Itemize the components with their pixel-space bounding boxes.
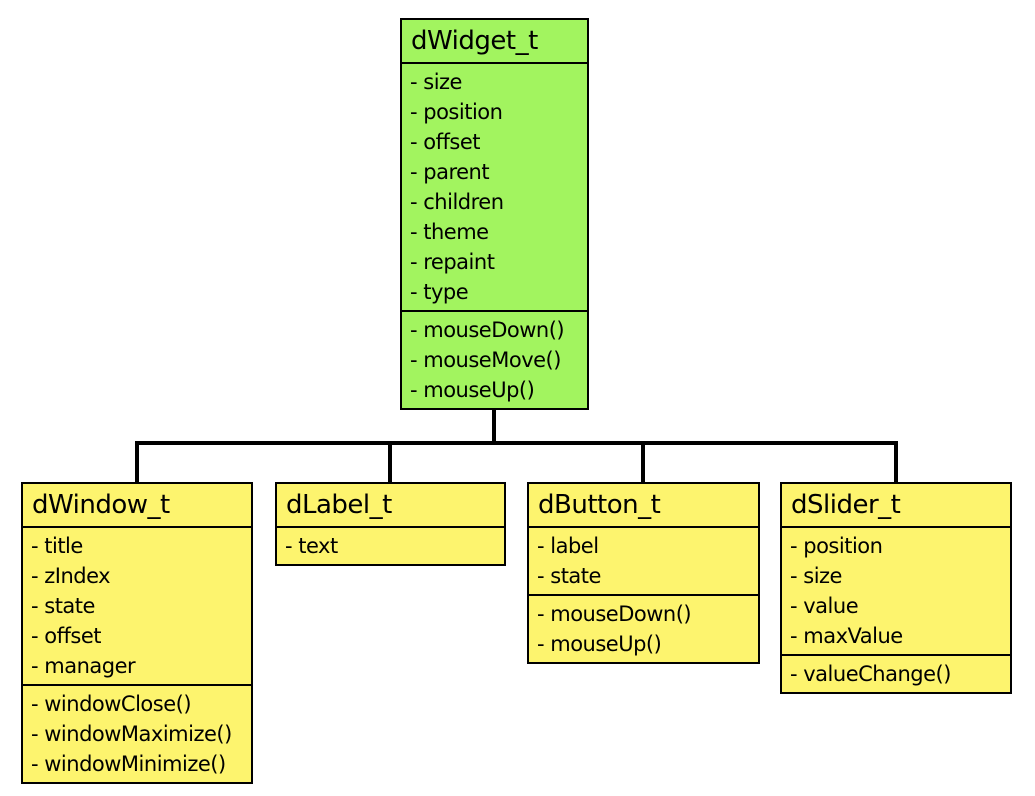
attribute-row: - text bbox=[285, 534, 338, 558]
methods-compartment: - mouseDown() - mouseUp() bbox=[529, 594, 758, 662]
attributes-compartment: - label - state bbox=[529, 528, 758, 594]
class-name: dSlider_t bbox=[782, 484, 1010, 528]
connector-stem-dwidget bbox=[492, 406, 496, 445]
attribute-row: - zIndex bbox=[31, 564, 111, 588]
connector-drop-dlabel bbox=[388, 441, 392, 484]
method-row: - windowMinimize() bbox=[31, 752, 226, 776]
attribute-row: - label bbox=[537, 534, 599, 558]
attribute-row: - size bbox=[790, 564, 842, 588]
class-name: dWindow_t bbox=[23, 484, 251, 528]
attribute-row: - repaint bbox=[410, 250, 495, 274]
connector-drop-dslider bbox=[894, 441, 898, 484]
attribute-row: - type bbox=[410, 280, 469, 304]
attribute-row: - offset bbox=[410, 130, 480, 154]
attribute-row: - state bbox=[31, 594, 95, 618]
method-row: - mouseUp() bbox=[537, 632, 662, 656]
attributes-compartment: - size - position - offset - parent - ch… bbox=[402, 64, 587, 310]
method-row: - windowClose() bbox=[31, 692, 192, 716]
attribute-row: - size bbox=[410, 70, 462, 94]
attribute-row: - maxValue bbox=[790, 624, 903, 648]
method-row: - mouseUp() bbox=[410, 378, 535, 402]
method-row: - valueChange() bbox=[790, 662, 951, 686]
attribute-row: - title bbox=[31, 534, 83, 558]
attribute-row: - position bbox=[410, 100, 503, 124]
attribute-row: - manager bbox=[31, 654, 136, 678]
class-name: dLabel_t bbox=[277, 484, 504, 528]
attribute-row: - value bbox=[790, 594, 859, 618]
method-row: - mouseDown() bbox=[410, 318, 565, 342]
class-name: dButton_t bbox=[529, 484, 758, 528]
class-name: dWidget_t bbox=[402, 20, 587, 64]
attribute-row: - state bbox=[537, 564, 601, 588]
attribute-row: - children bbox=[410, 190, 504, 214]
connector-drop-dbutton bbox=[641, 441, 645, 484]
method-row: - mouseMove() bbox=[410, 348, 561, 372]
methods-compartment: - windowClose() - windowMaximize() - win… bbox=[23, 684, 251, 782]
attribute-row: - position bbox=[790, 534, 883, 558]
class-dlabel: dLabel_t - text bbox=[275, 482, 506, 566]
attributes-compartment: - title - zIndex - state - offset - mana… bbox=[23, 528, 251, 684]
class-dwidget: dWidget_t - size - position - offset - p… bbox=[400, 18, 589, 410]
attribute-row: - parent bbox=[410, 160, 490, 184]
class-dbutton: dButton_t - label - state - mouseDown() … bbox=[527, 482, 760, 664]
connector-bus bbox=[135, 441, 898, 445]
attribute-row: - offset bbox=[31, 624, 101, 648]
class-dwindow: dWindow_t - title - zIndex - state - off… bbox=[21, 482, 253, 784]
method-row: - mouseDown() bbox=[537, 602, 692, 626]
connector-drop-dwindow bbox=[135, 441, 139, 484]
attributes-compartment: - text bbox=[277, 528, 504, 564]
attribute-row: - theme bbox=[410, 220, 489, 244]
attributes-compartment: - position - size - value - maxValue bbox=[782, 528, 1010, 654]
class-dslider: dSlider_t - position - size - value - ma… bbox=[780, 482, 1012, 694]
methods-compartment: - mouseDown() - mouseMove() - mouseUp() bbox=[402, 310, 587, 408]
method-row: - windowMaximize() bbox=[31, 722, 232, 746]
methods-compartment: - valueChange() bbox=[782, 654, 1010, 692]
